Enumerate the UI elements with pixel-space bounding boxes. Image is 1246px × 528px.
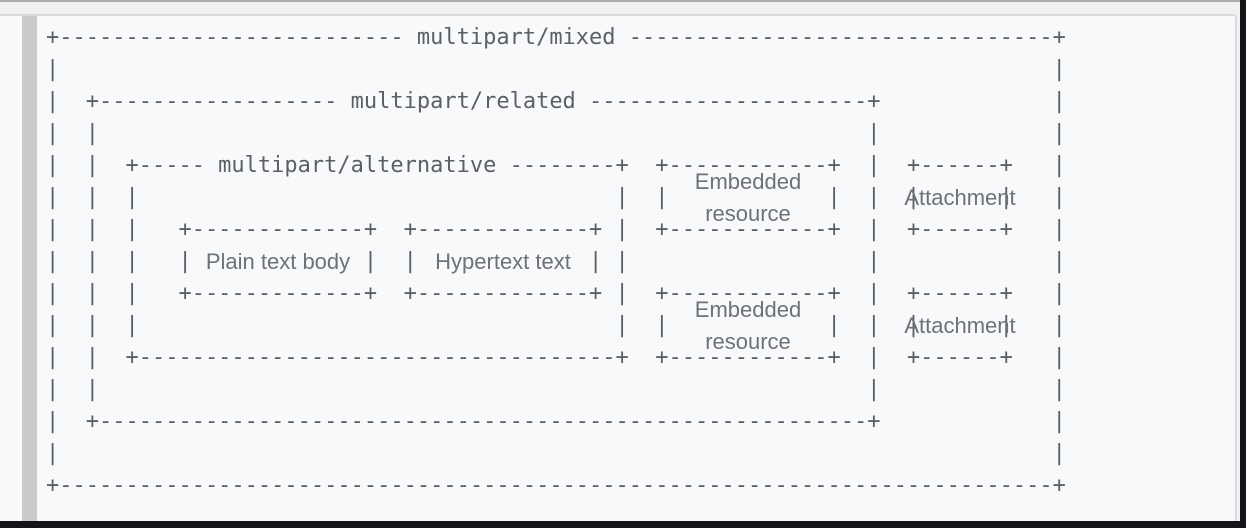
- label-attachment-1: Attachment: [904, 185, 1016, 210]
- blockquote-border-bar: [22, 16, 37, 521]
- label-embedded-resource-1: Embedded resource: [694, 169, 802, 226]
- label-attachment-2: Attachment: [904, 313, 1016, 338]
- label-hypertext-text: Hypertext text: [435, 249, 571, 274]
- window-edge-right: [1240, 0, 1246, 528]
- mime-structure-ascii-diagram: +-------------------------- multipart/mi…: [46, 25, 1066, 498]
- label-embedded-resource-2: Embedded resource: [694, 297, 802, 354]
- content-panel: [0, 14, 1237, 528]
- window-edge-bottom: [0, 521, 1246, 528]
- label-plain-text-body: Plain text body: [205, 249, 351, 274]
- top-edge-line: [0, 0, 1246, 2]
